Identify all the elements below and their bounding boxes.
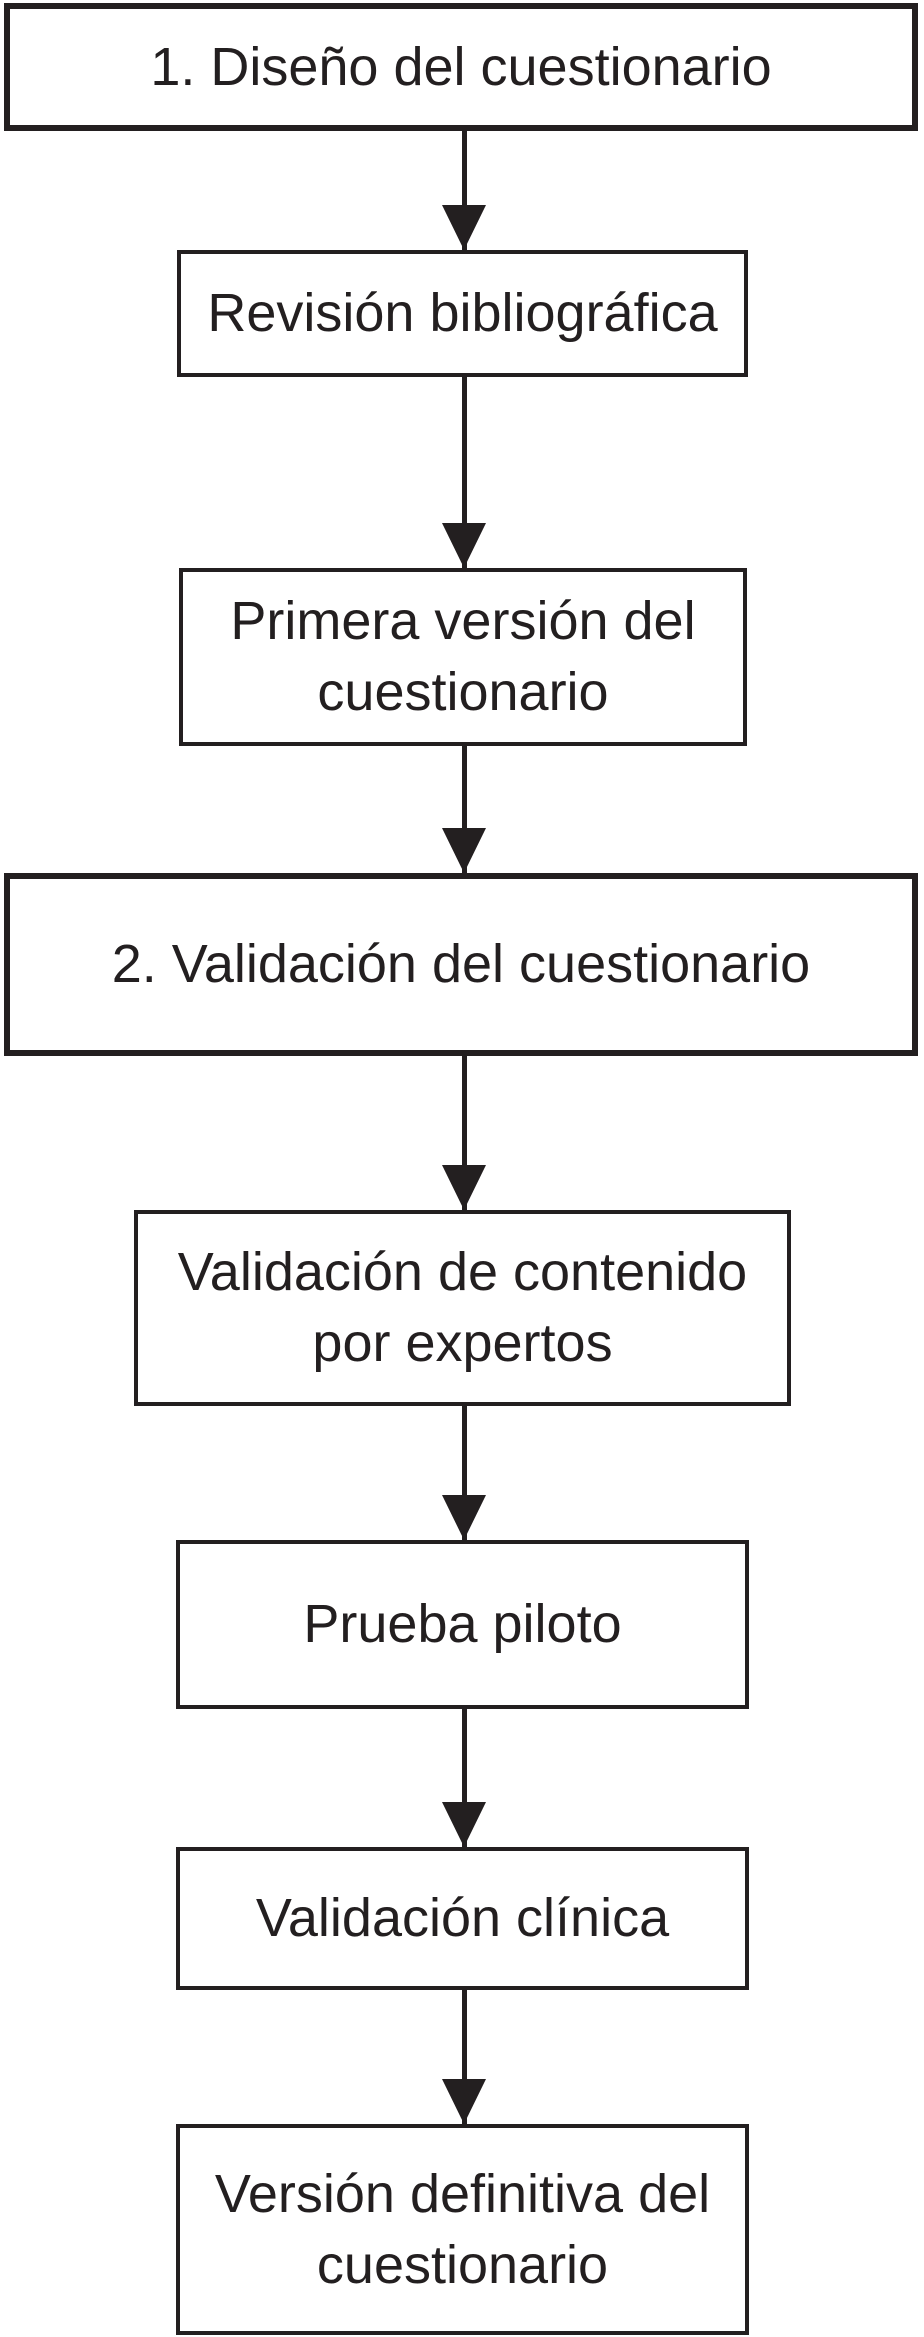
node-diseno-del-cuestionario: 1. Diseño del cuestionario [4,3,918,131]
arrow-shaft [461,1406,467,1540]
node-validacion-del-cuestionario: 2. Validación del cuestionario [4,873,918,1056]
arrow-4 [442,1056,486,1210]
arrow-down-icon [442,2079,486,2124]
arrow-down-icon [442,1802,486,1847]
arrow-7 [442,1990,486,2124]
arrow-shaft [461,131,467,250]
node-label-line: Validación de contenido [177,1242,748,1302]
node-label-line: Revisión bibliográfica [207,283,718,343]
node-primera-version-del-cuestionario: Primera versión del cuestionario [179,568,747,746]
arrow-shaft [461,377,467,568]
arrow-shaft [461,1056,467,1210]
node-label-line: cuestionario [317,662,609,722]
arrow-6 [442,1709,486,1847]
node-label-line: por expertos [312,1313,613,1373]
arrow-down-icon [442,828,486,873]
arrow-shaft [461,746,467,873]
node-label-line: Validación clínica [255,1888,670,1948]
arrow-down-icon [442,205,486,250]
node-prueba-piloto: Prueba piloto [176,1540,749,1709]
node-validacion-de-contenido-por-expertos: Validación de contenido por expertos [134,1210,791,1406]
node-label-line: 2. Validación del cuestionario [111,934,811,994]
arrow-down-icon [442,523,486,568]
node-validacion-clinica: Validación clínica [176,1847,749,1990]
arrow-3 [442,746,486,873]
arrow-shaft [461,1709,467,1847]
node-label-line: Versión definitiva del [214,2163,711,2224]
node-label-line: Prueba piloto [303,1594,622,1654]
arrow-5 [442,1406,486,1540]
node-label-line: cuestionario [316,2234,609,2295]
arrow-2 [442,377,486,568]
node-label-line: 1. Diseño del cuestionario [150,36,772,97]
node-label-line: Primera versión del [230,591,696,651]
arrow-down-icon [442,1495,486,1540]
arrow-shaft [461,1990,467,2124]
node-version-definitiva-del-cuestionario: Versión definitiva del cuestionario [176,2124,749,2335]
arrow-1 [442,131,486,250]
node-revision-bibliografica: Revisión bibliográfica [177,250,748,377]
arrow-down-icon [442,1165,486,1210]
